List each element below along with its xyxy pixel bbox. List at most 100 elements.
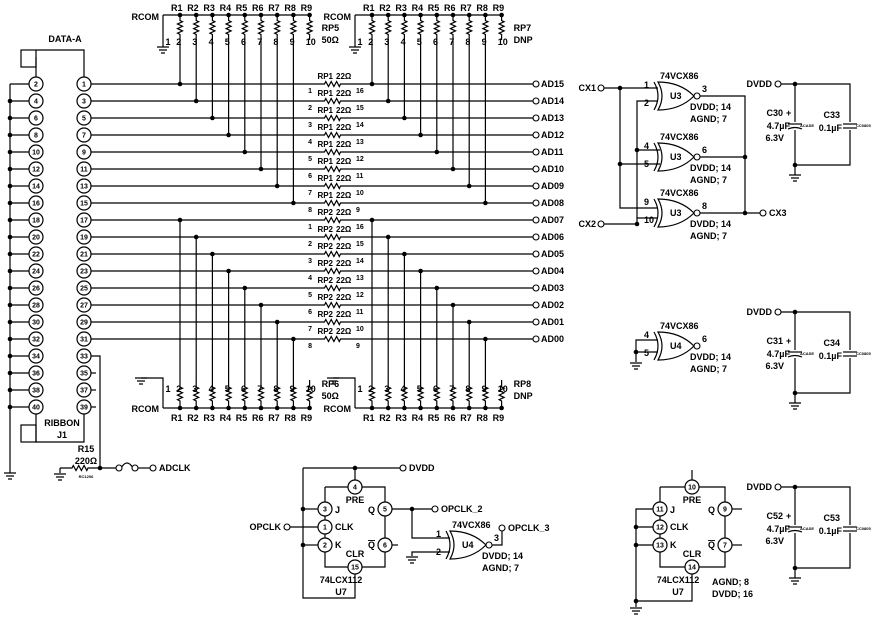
resistor-icon [224, 15, 233, 40]
cap-gap [788, 122, 802, 130]
pin-circle [76, 348, 92, 364]
junction-dot [483, 200, 488, 206]
cap-value: 4.7µF [767, 349, 791, 359]
pack-value: DNP [514, 35, 533, 45]
r15-ref: R15 [78, 444, 95, 454]
pin-number: 8 [308, 343, 312, 350]
pin-circle [28, 161, 44, 177]
cap-footprint: CC0805 [856, 351, 871, 356]
connector-name: RIBBON [44, 418, 80, 428]
pin-number: 37 [80, 388, 88, 395]
resistor-label: R6 [444, 3, 456, 13]
pin-number: 4 [209, 37, 214, 47]
junction-dot [7, 302, 13, 308]
ground-stroke [630, 362, 642, 370]
junction-dot [792, 390, 798, 396]
pin-number: 25 [80, 286, 88, 293]
junction-dot [7, 234, 13, 240]
pin-number: 4 [644, 330, 649, 340]
junction-dot [633, 524, 639, 530]
ground-icon [630, 607, 642, 615]
ground-icon [630, 362, 642, 370]
resistor-icon [240, 380, 249, 408]
pin-circle [28, 195, 44, 211]
ground-stroke [157, 46, 169, 54]
pin-number: 4 [401, 37, 406, 47]
pin-number: 3 [494, 533, 499, 543]
resistor-label: R3 [203, 413, 215, 423]
pin-number: 7 [449, 384, 454, 394]
terminal-icon [597, 84, 605, 92]
pin-name: CLR [346, 549, 365, 559]
gate-ref: U4 [462, 540, 474, 550]
resistor-label: R6 [252, 3, 264, 13]
junction-dot [193, 98, 199, 104]
junction-dot [7, 387, 13, 393]
signal-label: AD05 [541, 249, 564, 259]
pin-circle [76, 212, 92, 228]
rcom-label: RCOM [132, 12, 160, 22]
resistor-ref: RP1 [317, 123, 333, 132]
pack-ref: RP8 [514, 379, 532, 389]
pin-number: 11 [356, 309, 364, 316]
cap-gap [843, 122, 857, 130]
connector-ref: J1 [57, 430, 67, 440]
signal-label: AD11 [541, 147, 564, 157]
resistor-label: R3 [395, 3, 407, 13]
pin-number: 8 [465, 37, 470, 47]
junction-dot [7, 404, 13, 410]
pin-number: 7 [308, 326, 312, 333]
cap-polarity: + [786, 336, 791, 346]
junction-dot [792, 565, 798, 571]
resistor-label: R3 [203, 3, 215, 13]
pin-number: 8 [273, 384, 278, 394]
junction-dot [226, 132, 231, 138]
pin-circle [76, 161, 92, 177]
pin-number: 2 [308, 105, 312, 112]
resistor-label: R8 [284, 413, 296, 423]
resistor-icon [416, 380, 425, 408]
resistor-icon [497, 380, 506, 408]
resistor-label: R4 [220, 413, 232, 423]
ground-stroke [789, 174, 801, 182]
signal-terminal [532, 165, 540, 173]
pin-circle [76, 331, 92, 347]
pin-number: 12 [656, 525, 664, 532]
pin-circle [76, 144, 92, 160]
pin-number: 12 [32, 167, 40, 174]
inversion-bubble [693, 209, 701, 217]
resistor-icon [257, 15, 265, 40]
ground-pin: AGND; 7 [690, 175, 727, 185]
pin-circle [28, 331, 44, 347]
resistor-icon [320, 267, 345, 275]
resistor-value: 22Ω [336, 106, 352, 115]
junction-dot [177, 81, 183, 87]
pin-number: 14 [32, 184, 40, 191]
supply-label: DVDD [746, 482, 772, 492]
pin-number: 4 [353, 485, 357, 492]
pin-name: K [335, 540, 342, 550]
pin-number: 1 [323, 525, 327, 532]
pin-number: 9 [290, 384, 295, 394]
junction-dot [483, 336, 488, 342]
pin-number: 14 [688, 565, 696, 572]
ground-stroke [789, 402, 801, 410]
junction-dot [466, 319, 472, 325]
resistor-label: R7 [268, 3, 280, 13]
pin-number: 10 [644, 215, 654, 225]
resistor-value: 22Ω [336, 225, 352, 234]
xor-back-curve [653, 331, 659, 361]
pin-number: 6 [433, 37, 438, 47]
junction-dot [177, 217, 183, 223]
resistor-icon [320, 335, 345, 343]
pin-number: 1 [82, 82, 86, 89]
pin-circle [76, 314, 92, 330]
resistor-icon [240, 15, 249, 40]
resistor-icon [320, 131, 345, 139]
pin-number: 31 [80, 337, 88, 344]
pin-name: Q [368, 540, 375, 550]
pin-number: 10 [356, 190, 364, 197]
jumper-icon [120, 462, 134, 469]
resistor-value: 22Ω [336, 157, 352, 166]
